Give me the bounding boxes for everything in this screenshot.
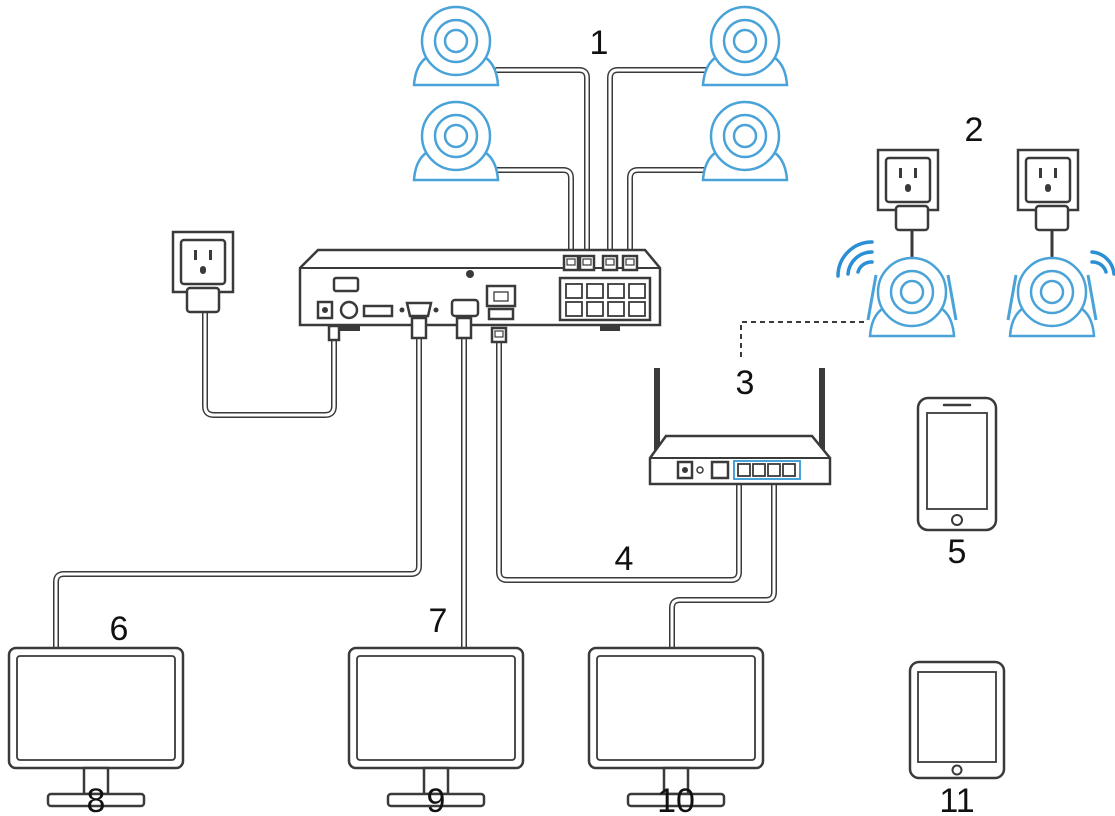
wifi-camera-outlet-left — [876, 148, 940, 232]
wired-camera-bottom-left — [412, 100, 500, 182]
wired-camera-top-right — [701, 5, 789, 87]
router — [648, 368, 832, 486]
label-hdmi-cable: 7 — [429, 602, 448, 640]
label-wired-cameras: 1 — [590, 24, 609, 62]
label-monitor-hdmi: 9 — [427, 782, 446, 816]
wifi-camera-left — [836, 240, 958, 338]
label-tablet: 11 — [939, 782, 974, 816]
label-wireless-link: 3 — [736, 364, 755, 402]
label-vga-cable: 6 — [110, 610, 129, 648]
label-router-cable: 4 — [615, 540, 634, 578]
label-wifi-cameras: 2 — [965, 111, 984, 149]
cables — [53, 67, 1054, 651]
nvr-plugs — [327, 254, 639, 344]
label-monitor-network: 10 — [657, 782, 695, 816]
label-monitor-vga: 8 — [87, 782, 106, 816]
wifi-camera-right — [1006, 250, 1115, 338]
smartphone — [916, 396, 998, 532]
nvr-power-outlet — [171, 230, 235, 314]
tablet-device — [908, 660, 1006, 780]
wired-camera-top-left — [412, 5, 500, 87]
wifi-camera-outlet-right — [1016, 148, 1080, 232]
wired-camera-bottom-right — [701, 100, 789, 182]
label-phone: 5 — [948, 533, 967, 571]
